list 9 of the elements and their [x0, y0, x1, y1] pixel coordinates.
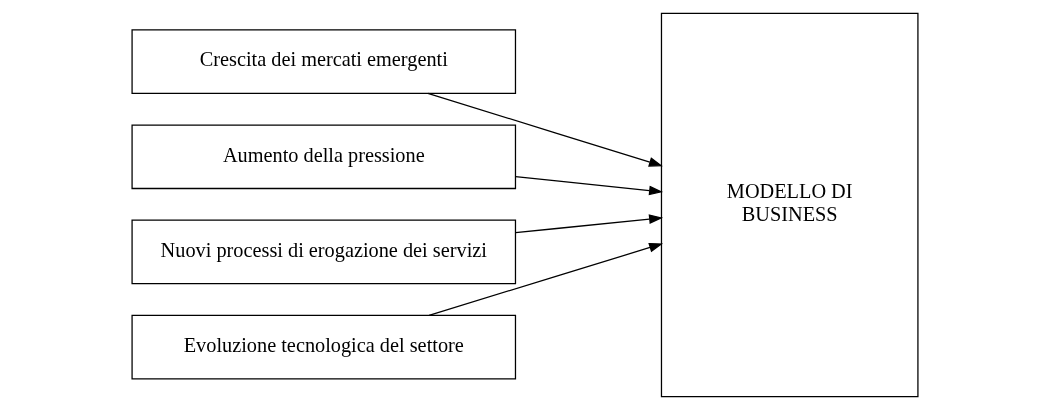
- node-box: Nuovi processi di erogazione dei servizi: [130, 219, 516, 285]
- node-box: Aumento della pressione: [130, 124, 516, 190]
- arrow: [427, 242, 663, 316]
- arrow: [514, 214, 663, 234]
- node-box: Crescita dei mercati emergenti: [130, 29, 516, 94]
- node-box: Evoluzione tecnologica del settore: [130, 314, 516, 380]
- arrow: [426, 92, 663, 167]
- node-box: MODELLO DI BUSINESS: [660, 12, 919, 398]
- arrow: [514, 175, 663, 196]
